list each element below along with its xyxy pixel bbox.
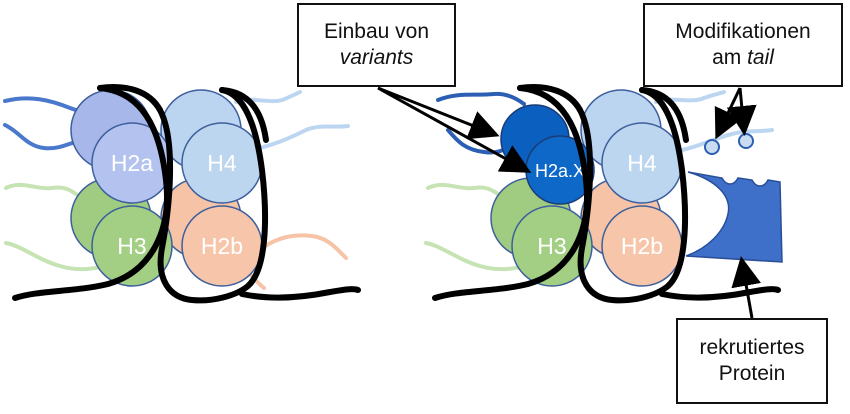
label-h2a: H2a [111, 150, 153, 176]
dna-loop-2-right [517, 84, 583, 113]
label-h4-right: H4 [627, 150, 657, 176]
modification-mark-1 [704, 139, 720, 155]
histone-h3-right [511, 205, 593, 287]
recruited-protein-shape [685, 171, 783, 263]
dna-strand-right [432, 84, 781, 304]
label-h2b-right: H2b [621, 233, 663, 259]
callout-modifications-line1: Modifikationen [675, 20, 811, 43]
callout-modifications-italic: tail [747, 46, 774, 69]
label-h2ax: H2a.X [535, 161, 585, 181]
callout-variants: Einbau von variants [297, 3, 456, 87]
callout-protein-line2: Protein [718, 362, 786, 385]
arrow-modifications-to-mark-2 [726, 87, 757, 136]
callout-protein-line1: rekrutiertes [699, 336, 805, 359]
callout-modifications-line2: am tail [645, 45, 841, 71]
label-h3: H3 [117, 233, 146, 259]
callout-variants-line1: Einbau von [323, 20, 430, 43]
dna-loop-3 [157, 87, 269, 304]
label-h4: H4 [207, 150, 237, 176]
tail-h2ax-upper [436, 91, 526, 106]
callout-modifications: Modifikationen am tail [643, 3, 843, 87]
tail-h2b-right [260, 233, 348, 260]
dna-strand-left [12, 84, 361, 304]
modification-mark-2 [738, 133, 754, 149]
tail-h3-lower-right [424, 241, 528, 272]
label-h3-right: H3 [537, 233, 566, 259]
dna-loop-4 [219, 87, 269, 143]
dna-loop-1-right [432, 85, 590, 301]
dna-tail-end [239, 286, 361, 301]
callout-arrows [377, 86, 761, 319]
callout-modifications-prefix: am [712, 46, 748, 69]
callout-variants-line2: variants [299, 45, 454, 71]
tail-h3-upper-right [426, 182, 500, 196]
dna-loop-2 [97, 84, 163, 113]
dna-tail-end-right [659, 286, 781, 301]
label-h2b: H2b [201, 233, 243, 259]
arrow-variants-to-h2ax [377, 86, 532, 173]
arrow-protein-to-shape [731, 256, 761, 319]
dna-loop-1 [12, 85, 170, 301]
nucleosome-right: H2a.X H4 H3 H2b [424, 84, 783, 304]
nucleosome-left: H2a H4 H3 H2b [3, 84, 361, 304]
callout-variants-italic: variants [339, 46, 414, 69]
arrow-variants-to-h2ax-back [377, 86, 500, 140]
dna-loop-4-right [639, 87, 689, 143]
tail-h3-lower [4, 241, 108, 272]
dna-loop-3-right [577, 87, 689, 304]
tail-h4-right-right [680, 128, 774, 152]
tail-h3-upper [4, 182, 78, 196]
tail-h4-right [248, 124, 350, 152]
histone-tails-right [424, 90, 774, 272]
histone-h3 [91, 205, 173, 287]
callout-protein: rekrutiertes Protein [676, 318, 828, 404]
